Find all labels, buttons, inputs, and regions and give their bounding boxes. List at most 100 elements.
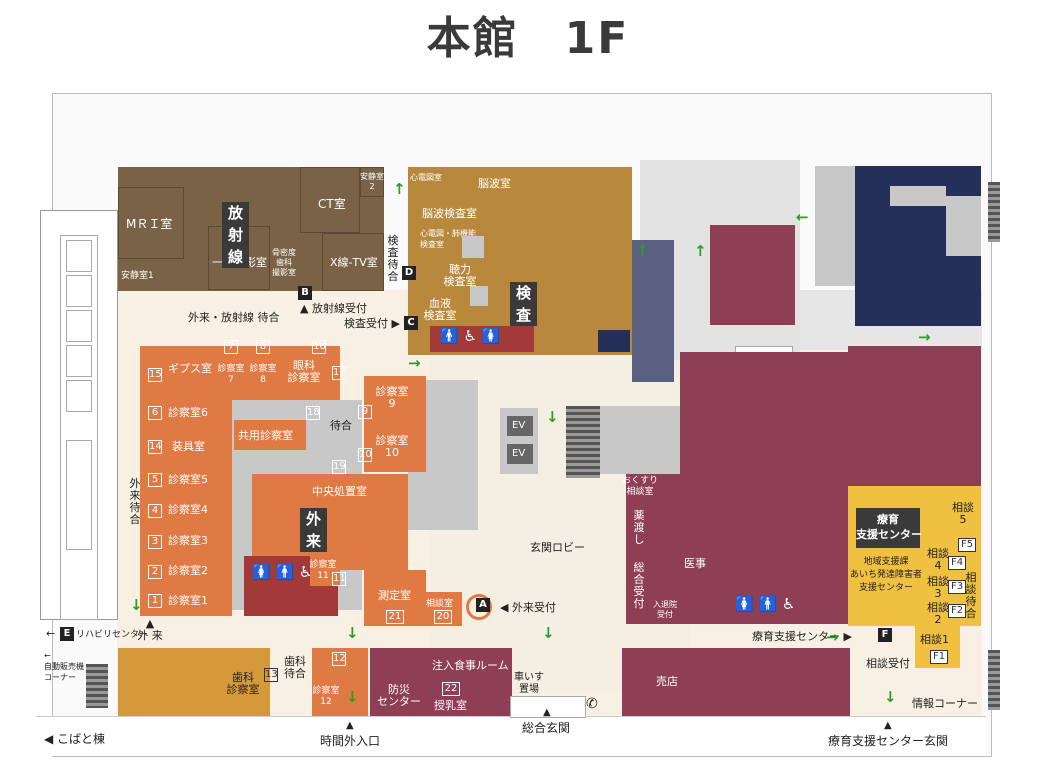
green-arrow-right-icon: → — [918, 328, 931, 346]
room-number: 16 — [312, 340, 326, 354]
rehab-bay — [66, 380, 92, 412]
stair-left — [86, 664, 108, 708]
exam3-label: 診察室3 — [168, 534, 208, 547]
marker-a: A — [476, 598, 490, 612]
rehab-center: リハビリセンター — [76, 630, 149, 640]
measure-room-label: 測定室 — [378, 589, 411, 602]
exam-9-10-block — [364, 376, 426, 472]
exam-grey-box — [470, 286, 488, 306]
room-number: 6 — [148, 406, 162, 420]
dental-block — [118, 648, 270, 716]
night-entrance-label: 時間外入口 — [320, 734, 381, 748]
information-corner: 情報コーナー — [912, 697, 978, 710]
room-number: 1 — [148, 594, 162, 608]
green-arrow-down-icon: ↓ — [546, 408, 559, 426]
central-treatment-label: 中央処置室 — [312, 485, 367, 498]
exam11-label: 診察室 11 — [309, 560, 337, 581]
corridor-bottom — [36, 716, 986, 756]
rest-room-2-label: 安静室 2 — [360, 172, 384, 191]
green-arrow-up-icon: ↑ — [694, 242, 707, 260]
room-number: 10 — [358, 448, 372, 462]
shared-exam-room — [234, 420, 306, 450]
consult1-label: 相談1 — [920, 633, 949, 646]
shop-label: 売店 — [656, 675, 678, 688]
consult3-label: 相談 3 — [927, 575, 949, 600]
consult-waiting-label: 相 談 待 合 — [965, 571, 977, 620]
mri-room-label: MＲＩ室 — [126, 217, 173, 231]
navy-grey — [815, 166, 855, 286]
exam1-label: 診察室1 — [168, 594, 208, 607]
exam12-room — [312, 648, 368, 716]
rehab-arrow: ← — [46, 627, 56, 640]
f3-label: F3 — [948, 580, 966, 594]
restroom-icons-3: 🚺 🚹 ♿ — [252, 563, 313, 581]
night-entrance-icon: ▲ — [346, 720, 354, 731]
outpatient-waiting: 外 来 待 合 — [129, 477, 141, 526]
stair-right-top — [988, 182, 1000, 242]
lobby-label: 玄関ロビー — [530, 541, 585, 554]
ryoiku-entrance-label: 療育支援センター玄関 — [828, 734, 949, 748]
stair-right — [988, 650, 1000, 710]
exam-grey-box — [462, 236, 484, 258]
admin-block-lower — [626, 472, 848, 624]
vending-corner: ← 自動販売機 コーナー — [44, 651, 84, 682]
kobato-building: ◀ こばと棟 — [44, 732, 106, 746]
gips-room-label: ギプス室 — [168, 362, 212, 375]
green-arrow-down-icon: ↓ — [130, 596, 143, 614]
room-number: 9 — [358, 405, 372, 419]
navy-small — [598, 330, 630, 352]
marker-f: F — [878, 628, 892, 642]
outpatient-center — [252, 474, 408, 570]
room-number: 22 — [442, 682, 460, 696]
room-number: 15 — [148, 368, 162, 382]
green-arrow-down-icon: ↓ — [884, 688, 897, 706]
outpatient-entrance: ▲ 外 来 — [137, 617, 163, 642]
room-number: 17 — [332, 366, 346, 380]
marker-b: B — [298, 286, 312, 300]
exam8-label: 診察室 8 — [249, 364, 277, 385]
radiology-tag: 放射線 — [222, 202, 250, 268]
consult5-label: 相談 5 — [952, 501, 974, 526]
admission-label: 入退院 受付 — [653, 600, 677, 619]
stairs — [566, 406, 600, 478]
disaster-center — [370, 648, 428, 716]
medical-affairs-label: 医事 — [684, 557, 706, 570]
green-arrow-right-icon: → — [408, 354, 421, 372]
room-number: 19 — [332, 460, 346, 474]
shared-exam-label: 共用診察室 — [238, 429, 293, 442]
restroom-icons-2: 🚺 🚹 ♿ — [735, 595, 796, 613]
phone-icon: ✆ — [586, 696, 598, 712]
green-arrow-up-icon: ↑ — [393, 180, 406, 198]
medicine-consult-label: おくすり 相談室 — [621, 476, 658, 497]
exam9-label: 診察室 9 — [375, 385, 409, 410]
rehab-bay — [66, 310, 92, 342]
ev-2-label: EV — [512, 448, 526, 459]
outpatient-reception: ◀ 外来受付 — [500, 601, 556, 614]
shop-block — [622, 648, 850, 716]
general-reception-label: 総 合 受 付 — [633, 561, 645, 610]
green-arrow-down-icon: ↓ — [346, 688, 359, 706]
green-arrow-left-icon: ← — [796, 208, 809, 226]
room-number: 8 — [256, 340, 270, 354]
eeg-exam-label: 脳波検査室 — [422, 207, 477, 220]
admin-block-right — [848, 346, 981, 486]
disaster-center-label: 防災 センター — [377, 683, 421, 708]
room-number: 7 — [224, 340, 238, 354]
restroom-icons: 🚹 ♿ 🚺 — [440, 327, 501, 345]
bone-density-label: 骨密度 歯科 撮影室 — [272, 248, 296, 277]
dental-waiting-label: 歯科 待合 — [284, 655, 306, 680]
eeg-room-label: 脳波室 — [478, 177, 511, 190]
ecg-lung-label: 心電図・肺機能 検査室 — [420, 229, 476, 249]
exam4-label: 診察室4 — [168, 503, 208, 516]
ryoiku-entrance-icon: ▲ — [884, 720, 892, 731]
marker-a-circle — [466, 594, 492, 620]
main-entrance-label: 総合玄関 — [522, 721, 571, 735]
room-number: 11 — [332, 572, 346, 586]
ct-room-label: CT室 — [318, 197, 346, 211]
rehab-bay — [66, 440, 92, 550]
room-number: 2 — [148, 565, 162, 579]
navy-grey — [946, 196, 981, 256]
ct-room — [300, 167, 360, 233]
wheelchair-label: 車いす 置場 — [514, 672, 544, 695]
ryoiku-center-label: 療育支援センター ▶ — [752, 630, 852, 643]
